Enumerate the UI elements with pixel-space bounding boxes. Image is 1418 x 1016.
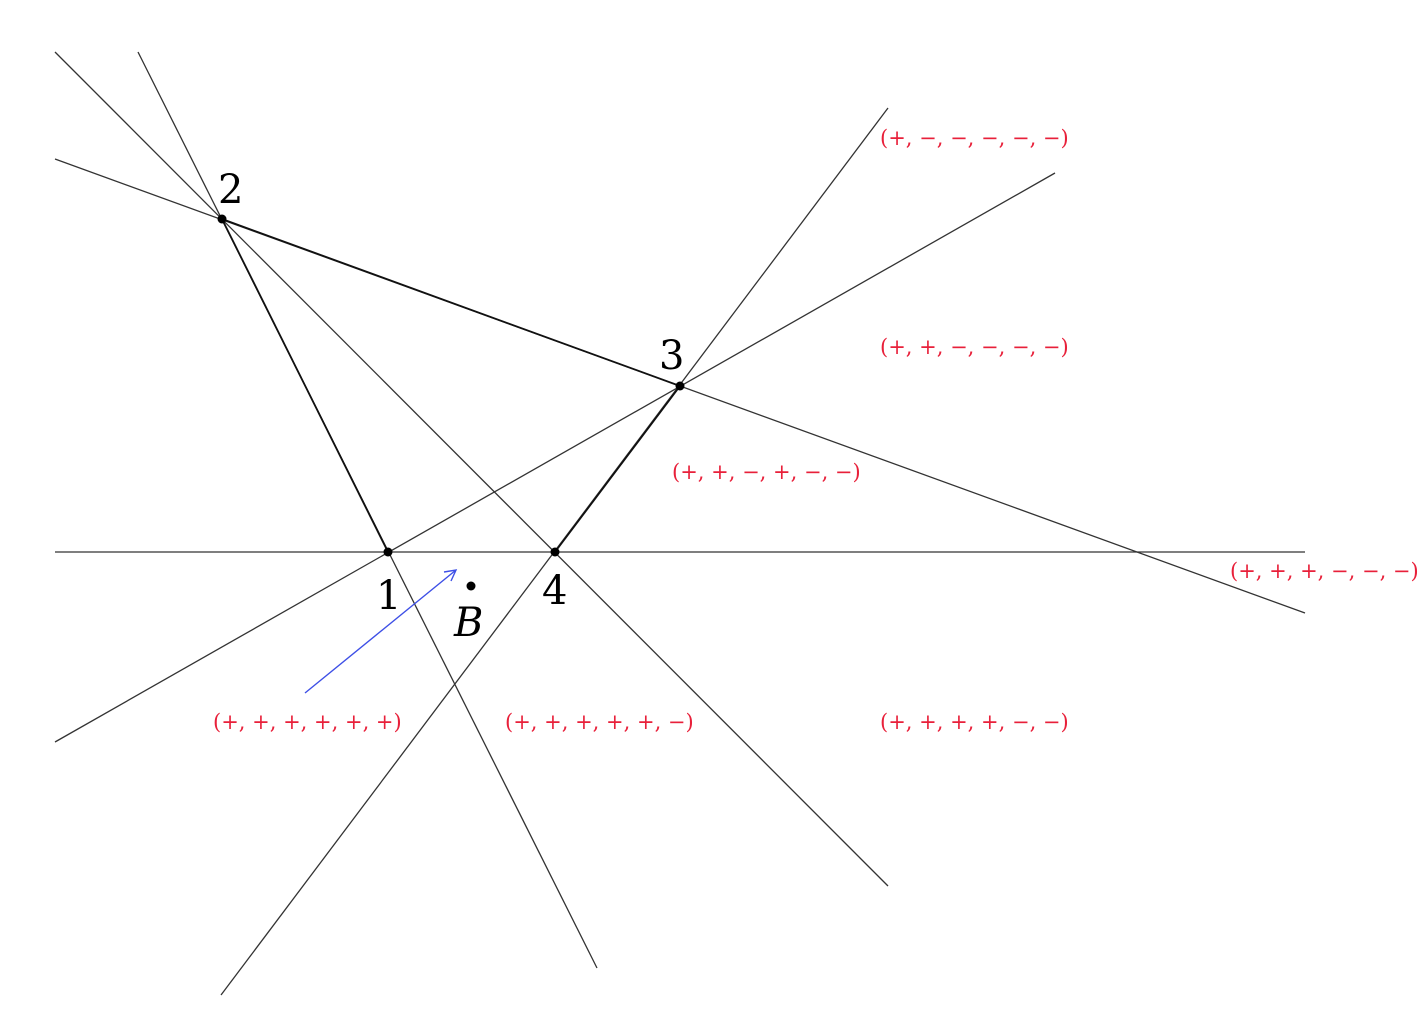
line-1-3 [54, 172, 1056, 743]
region-label: (+, +, +, +, +, −) [505, 710, 694, 734]
region-label: (+, +, −, −, −, −) [880, 335, 1069, 359]
line-2-4 [54, 51, 889, 887]
point-4-marker [550, 547, 560, 557]
blue-arrow-head [443, 569, 458, 582]
region-label: (+, +, +, +, +, +) [213, 710, 402, 734]
point-b-marker [466, 581, 476, 591]
point-4-label: 4 [542, 568, 567, 614]
edge-2-3 [221, 218, 681, 387]
edge-1-2 [221, 218, 389, 553]
region-label: (+, +, +, −, −, −) [1230, 559, 1418, 583]
point-2-label: 2 [218, 167, 243, 213]
point-1-label: 1 [376, 573, 401, 619]
point-1-marker [383, 547, 393, 557]
edge-3-4 [554, 385, 681, 553]
region-label: (+, −, −, −, −, −) [880, 126, 1069, 150]
region-label: (+, +, −, +, −, −) [672, 460, 861, 484]
point-3-label: 3 [659, 333, 684, 379]
point-b-label: B [453, 600, 483, 646]
point-3-marker [675, 381, 685, 391]
region-label: (+, +, +, +, −, −) [880, 710, 1069, 734]
blue-arrow-shaft [304, 569, 457, 694]
point-2-marker [217, 214, 227, 224]
